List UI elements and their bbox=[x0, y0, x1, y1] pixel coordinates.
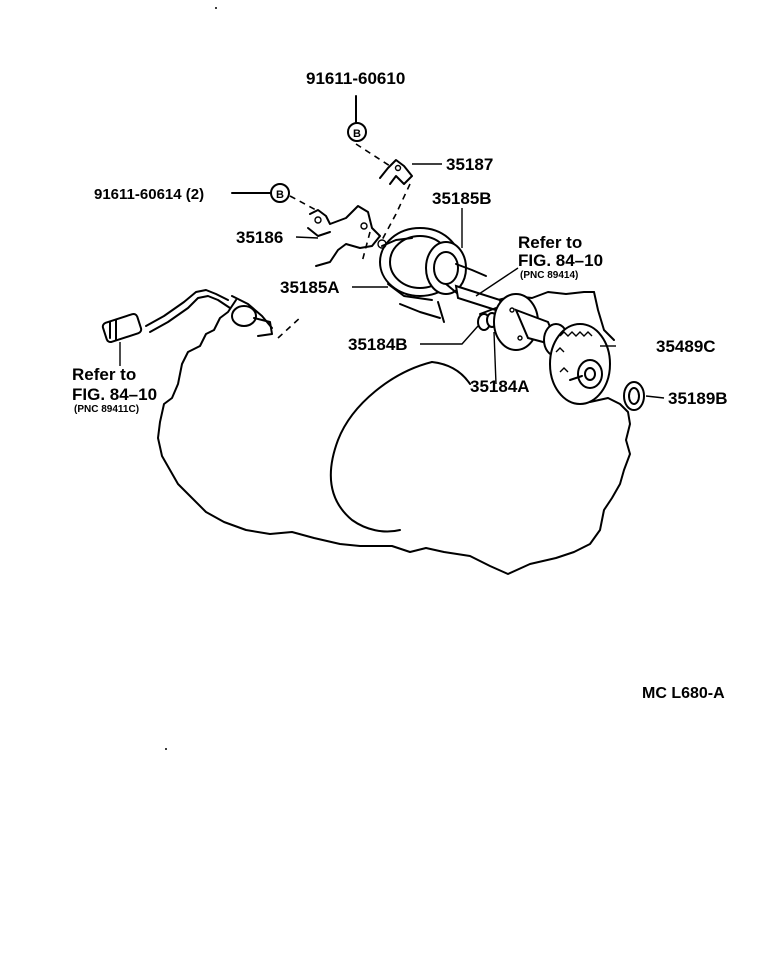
label-shaft-a: 35185A bbox=[280, 278, 340, 297]
shaft-bearing bbox=[377, 227, 491, 323]
svg-text:(PNC 89414): (PNC 89414) bbox=[520, 270, 578, 281]
label-ring: 35189B bbox=[668, 389, 728, 408]
label-shaft-bearing: 35185B bbox=[432, 189, 492, 208]
refer-note-right: Refer to FIG. 84–10 (PNC 89414) bbox=[518, 233, 603, 281]
svg-text:(PNC 89411C): (PNC 89411C) bbox=[74, 404, 139, 415]
plate-part bbox=[379, 159, 413, 185]
bolt-left-icon: B bbox=[231, 183, 290, 203]
snap-ring bbox=[623, 381, 645, 411]
shaft-assembly bbox=[454, 284, 504, 331]
svg-text:Refer to: Refer to bbox=[518, 233, 582, 252]
refer-note-left: Refer to FIG. 84–10 (PNC 89411C) bbox=[72, 365, 157, 415]
bracket-part bbox=[307, 205, 381, 267]
gear-hub bbox=[493, 293, 611, 405]
label-plate: 35187 bbox=[446, 155, 493, 174]
svg-text:FIG. 84–10: FIG. 84–10 bbox=[518, 251, 603, 270]
label-bracket: 35186 bbox=[236, 228, 283, 247]
label-bolt-top: 91611-60610 bbox=[306, 69, 405, 88]
leader-lines bbox=[119, 163, 665, 399]
svg-text:Refer to: Refer to bbox=[72, 365, 136, 384]
label-gear: 35489C bbox=[656, 337, 716, 356]
svg-text:B: B bbox=[276, 189, 284, 201]
svg-text:FIG. 84–10: FIG. 84–10 bbox=[72, 385, 157, 404]
guide-lines bbox=[289, 143, 411, 263]
gear-teeth bbox=[555, 331, 593, 373]
figure-code: MC L680-A bbox=[642, 685, 725, 702]
label-bolt-left: 91611-60614 (2) bbox=[94, 186, 204, 203]
bolt-top-icon: B bbox=[347, 95, 367, 142]
label-bushing-b: 35184B bbox=[348, 335, 408, 354]
svg-text:B: B bbox=[353, 128, 361, 140]
label-bushing-a: 35184A bbox=[470, 377, 530, 396]
sensor-cable bbox=[101, 289, 303, 344]
